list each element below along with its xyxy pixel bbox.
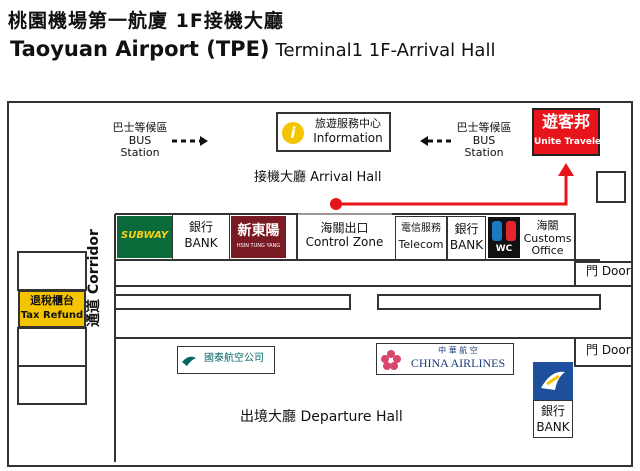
door-recess-2 bbox=[574, 337, 633, 367]
door-label-1: 門 Door bbox=[586, 264, 631, 278]
info-en: Information bbox=[313, 131, 383, 145]
bank3-en: BANK bbox=[536, 420, 570, 434]
bus-right-en1: BUS bbox=[472, 133, 496, 147]
bank-2[interactable]: 銀行 BANK bbox=[447, 216, 486, 260]
bus-left-zh: 巴士等候區 bbox=[112, 121, 168, 134]
customs-office: 海關 Customs Office bbox=[520, 219, 575, 258]
departure-hall-label: 出境大廳 Departure Hall bbox=[240, 409, 403, 425]
bank-3[interactable]: 銀行 BANK bbox=[533, 400, 573, 438]
tax-zh: 退稅櫃台 bbox=[30, 294, 74, 307]
bus-station-right: 巴士等候區 BUS Station bbox=[452, 121, 516, 160]
bus-left-en2: Station bbox=[120, 146, 160, 160]
tax-box-bottom bbox=[17, 365, 87, 405]
corridor-label: 通道 Corridor bbox=[86, 229, 102, 327]
bank1-zh: 銀行 bbox=[188, 220, 213, 234]
door-label-2: 門 Door bbox=[586, 343, 631, 357]
tax-refund-counter[interactable]: 退稅櫃台 Tax Refund bbox=[18, 290, 86, 328]
cathay-name: 國泰航空公司 bbox=[204, 353, 264, 364]
info-icon: i bbox=[282, 122, 304, 144]
unite-traveler-counter[interactable]: 遊客邦 Unite Traveler bbox=[532, 108, 606, 156]
tax-en: Tax Refund bbox=[20, 310, 84, 321]
telecom-zh: 電信服務 bbox=[401, 223, 441, 234]
subway-shop[interactable]: SUBWAY bbox=[117, 216, 172, 258]
bank-3-logo bbox=[533, 362, 573, 400]
plum-blossom-icon bbox=[381, 350, 401, 370]
bus-station-left: 巴士等候區 BUS Station bbox=[108, 121, 172, 160]
ca-zh: 中 華 航 空 bbox=[438, 346, 478, 355]
small-room bbox=[596, 171, 626, 203]
divider-right bbox=[377, 294, 601, 310]
tax-box-mid bbox=[17, 327, 87, 367]
cathay-pacific-counter[interactable]: 國泰航空公司 bbox=[177, 346, 275, 374]
cathay-logo-icon bbox=[182, 356, 196, 366]
male-icon bbox=[492, 221, 502, 241]
female-icon bbox=[506, 221, 516, 241]
right-wall-a bbox=[574, 214, 600, 261]
arrival-hall-label: 接機大廳 Arrival Hall bbox=[254, 170, 382, 185]
bank-1[interactable]: 銀行 BANK bbox=[172, 214, 230, 260]
restroom[interactable]: WC bbox=[488, 217, 520, 258]
bank2-zh: 銀行 bbox=[454, 222, 479, 236]
customs-en2: Office bbox=[531, 244, 564, 258]
telecom-service[interactable]: 電信服務 Telecom bbox=[395, 216, 447, 260]
bank1-en: BANK bbox=[184, 236, 218, 250]
wc-label: WC bbox=[495, 244, 513, 254]
info-zh: 旅遊服務中心 bbox=[315, 117, 381, 130]
page-title-en: Taoyuan Airport (TPE)Terminal1 1F-Arriva… bbox=[10, 37, 495, 61]
bus-left-en1: BUS bbox=[128, 133, 152, 147]
route-arrow bbox=[558, 163, 574, 176]
unite-en: Unite Traveler bbox=[534, 137, 606, 147]
bird-icon bbox=[541, 371, 565, 390]
information-center[interactable]: i 旅遊服務中心 Information bbox=[276, 112, 391, 152]
china-airlines-counter[interactable]: 中 華 航 空 CHINA AIRLINES bbox=[376, 343, 514, 375]
route-start-dot bbox=[330, 198, 342, 210]
bank2-en: BANK bbox=[449, 238, 484, 252]
xdy-en: HSIN TUNG YANG bbox=[236, 243, 281, 249]
page-title-zh: 桃園機場第一航廈 1F接機大廳 bbox=[8, 10, 284, 32]
title-main: Taoyuan Airport (TPE) bbox=[10, 37, 270, 61]
telecom-en: Telecom bbox=[398, 238, 444, 251]
bank3-zh: 銀行 bbox=[540, 404, 565, 418]
customs-zh: 海關 bbox=[536, 219, 559, 232]
customs-en1: Customs bbox=[523, 231, 572, 245]
bus-arrow-left-head bbox=[200, 136, 208, 146]
subway-logo: SUBWAY bbox=[121, 230, 168, 241]
xdy-zh: 新東陽 bbox=[237, 223, 280, 239]
title-sub: Terminal1 1F-Arrival Hall bbox=[275, 40, 496, 61]
bus-arrow-right-head bbox=[420, 136, 428, 146]
bus-right-zh: 巴士等候區 bbox=[456, 121, 512, 134]
divider-left bbox=[114, 294, 351, 310]
door-recess-1 bbox=[574, 261, 633, 287]
control-en: Control Zone bbox=[305, 234, 384, 249]
ca-en: CHINA AIRLINES bbox=[410, 356, 506, 370]
route-line bbox=[336, 172, 568, 206]
hsin-tung-yang-shop[interactable]: 新東陽 HSIN TUNG YANG bbox=[231, 216, 286, 258]
control-zh: 海關出口 bbox=[320, 221, 369, 235]
tax-box-top bbox=[17, 251, 87, 291]
control-zone: 海關出口 Control Zone bbox=[297, 221, 392, 250]
unite-zh: 遊客邦 bbox=[541, 112, 590, 131]
bus-right-en2: Station bbox=[464, 146, 504, 160]
